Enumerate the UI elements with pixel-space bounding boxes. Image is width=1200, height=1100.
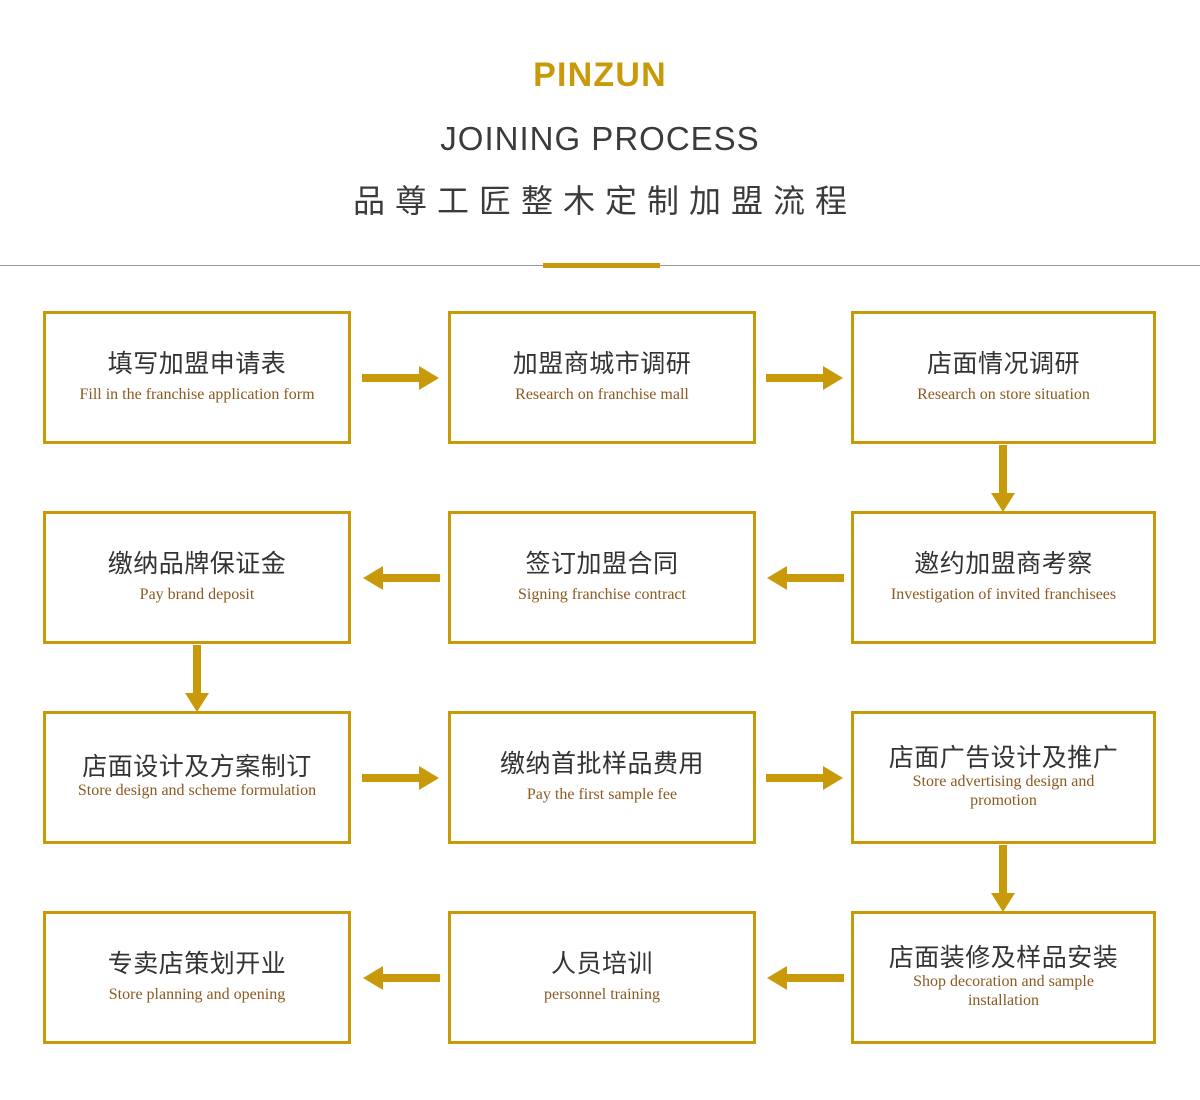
flow-node-n1[interactable]: 填写加盟申请表 Fill in the franchise applicatio… (43, 311, 351, 444)
arrow-down-n9-n12 (988, 845, 1018, 913)
flow-node-n8[interactable]: 缴纳首批样品费用 Pay the first sample fee (448, 711, 756, 844)
flow-node-title-cn: 店面情况调研 (926, 350, 1080, 379)
flow-node-title-cn: 专卖店策划开业 (107, 950, 287, 979)
flow-node-n3[interactable]: 店面情况调研 Research on store situation (851, 311, 1156, 444)
flow-node-n6[interactable]: 邀约加盟商考察 Investigation of invited franchi… (851, 511, 1156, 644)
arrow-down-n3-n6 (988, 445, 1018, 513)
divider-accent-bar (543, 263, 660, 268)
flow-node-n10[interactable]: 专卖店策划开业 Store planning and opening (43, 911, 351, 1044)
subtitle-chinese: 品尊工匠整木定制加盟流程 (352, 183, 857, 219)
flow-node-title-en: Shop decoration and sample installation (913, 972, 1094, 1009)
arrow-left-n11-n10 (362, 963, 440, 993)
flow-node-title-cn: 店面装修及样品安装 (888, 943, 1119, 972)
flow-node-title-cn: 人员培训 (550, 950, 653, 979)
flow-node-title-en: Store planning and opening (108, 985, 286, 1003)
arrow-left-n12-n11 (766, 963, 844, 993)
flow-node-n5[interactable]: 签订加盟合同 Signing franchise contract (448, 511, 756, 644)
arrow-right-n7-n8 (362, 763, 440, 793)
flow-node-title-en: Investigation of invited franchisees (890, 585, 1117, 603)
arrow-right-n8-n9 (766, 763, 844, 793)
header-divider (0, 263, 1200, 268)
flow-node-n4[interactable]: 缴纳品牌保证金 Pay brand deposit (43, 511, 351, 644)
flow-node-title-en: Pay the first sample fee (526, 785, 678, 803)
flow-node-n7[interactable]: 店面设计及方案制订 Store design and scheme formul… (43, 711, 351, 844)
page-header: PINZUN JOINING PROCESS 品尊工匠整木定制加盟流程 (0, 0, 1200, 217)
flow-node-title-en: Pay brand deposit (139, 585, 255, 603)
flow-node-title-cn: 邀约加盟商考察 (914, 550, 1093, 579)
flow-node-title-cn: 缴纳首批样品费用 (499, 750, 704, 779)
flow-node-title-cn: 店面广告设计及推广 (888, 743, 1119, 772)
arrow-left-n6-n5 (766, 563, 844, 593)
flow-node-n12[interactable]: 店面装修及样品安装 Shop decoration and sample ins… (851, 911, 1156, 1044)
flow-node-title-cn: 店面设计及方案制订 (82, 752, 312, 781)
flow-node-n11[interactable]: 人员培训 personnel training (448, 911, 756, 1044)
flow-node-title-en: Fill in the franchise application form (79, 385, 315, 403)
flow-node-n2[interactable]: 加盟商城市调研 Research on franchise mall (448, 311, 756, 444)
flow-node-title-cn: 填写加盟申请表 (107, 350, 287, 379)
flow-node-title-cn: 签订加盟合同 (525, 550, 679, 579)
arrow-down-n4-n7 (182, 645, 212, 713)
arrow-right-n1-n2 (362, 363, 440, 393)
flow-node-title-en: personnel training (544, 985, 660, 1003)
flow-node-title-en: Store advertising design and promotion (912, 772, 1095, 809)
flowchart: 填写加盟申请表 Fill in the franchise applicatio… (0, 268, 1200, 1058)
flow-node-title-en: Research on franchise mall (515, 385, 689, 403)
flow-node-title-en: Signing franchise contract (518, 585, 686, 603)
flow-node-title-en: Research on store situation (917, 385, 1090, 403)
subtitle-english: JOINING PROCESS (440, 120, 760, 157)
flow-node-title-cn: 加盟商城市调研 (512, 350, 692, 379)
arrow-left-n5-n4 (362, 563, 440, 593)
flow-node-title-en: Store design and scheme formulation (77, 782, 317, 800)
brand-title: PINZUN (533, 56, 667, 94)
arrow-right-n2-n3 (766, 363, 844, 393)
flow-node-n9[interactable]: 店面广告设计及推广 Store advertising design and p… (851, 711, 1156, 844)
flow-node-title-cn: 缴纳品牌保证金 (107, 550, 287, 579)
